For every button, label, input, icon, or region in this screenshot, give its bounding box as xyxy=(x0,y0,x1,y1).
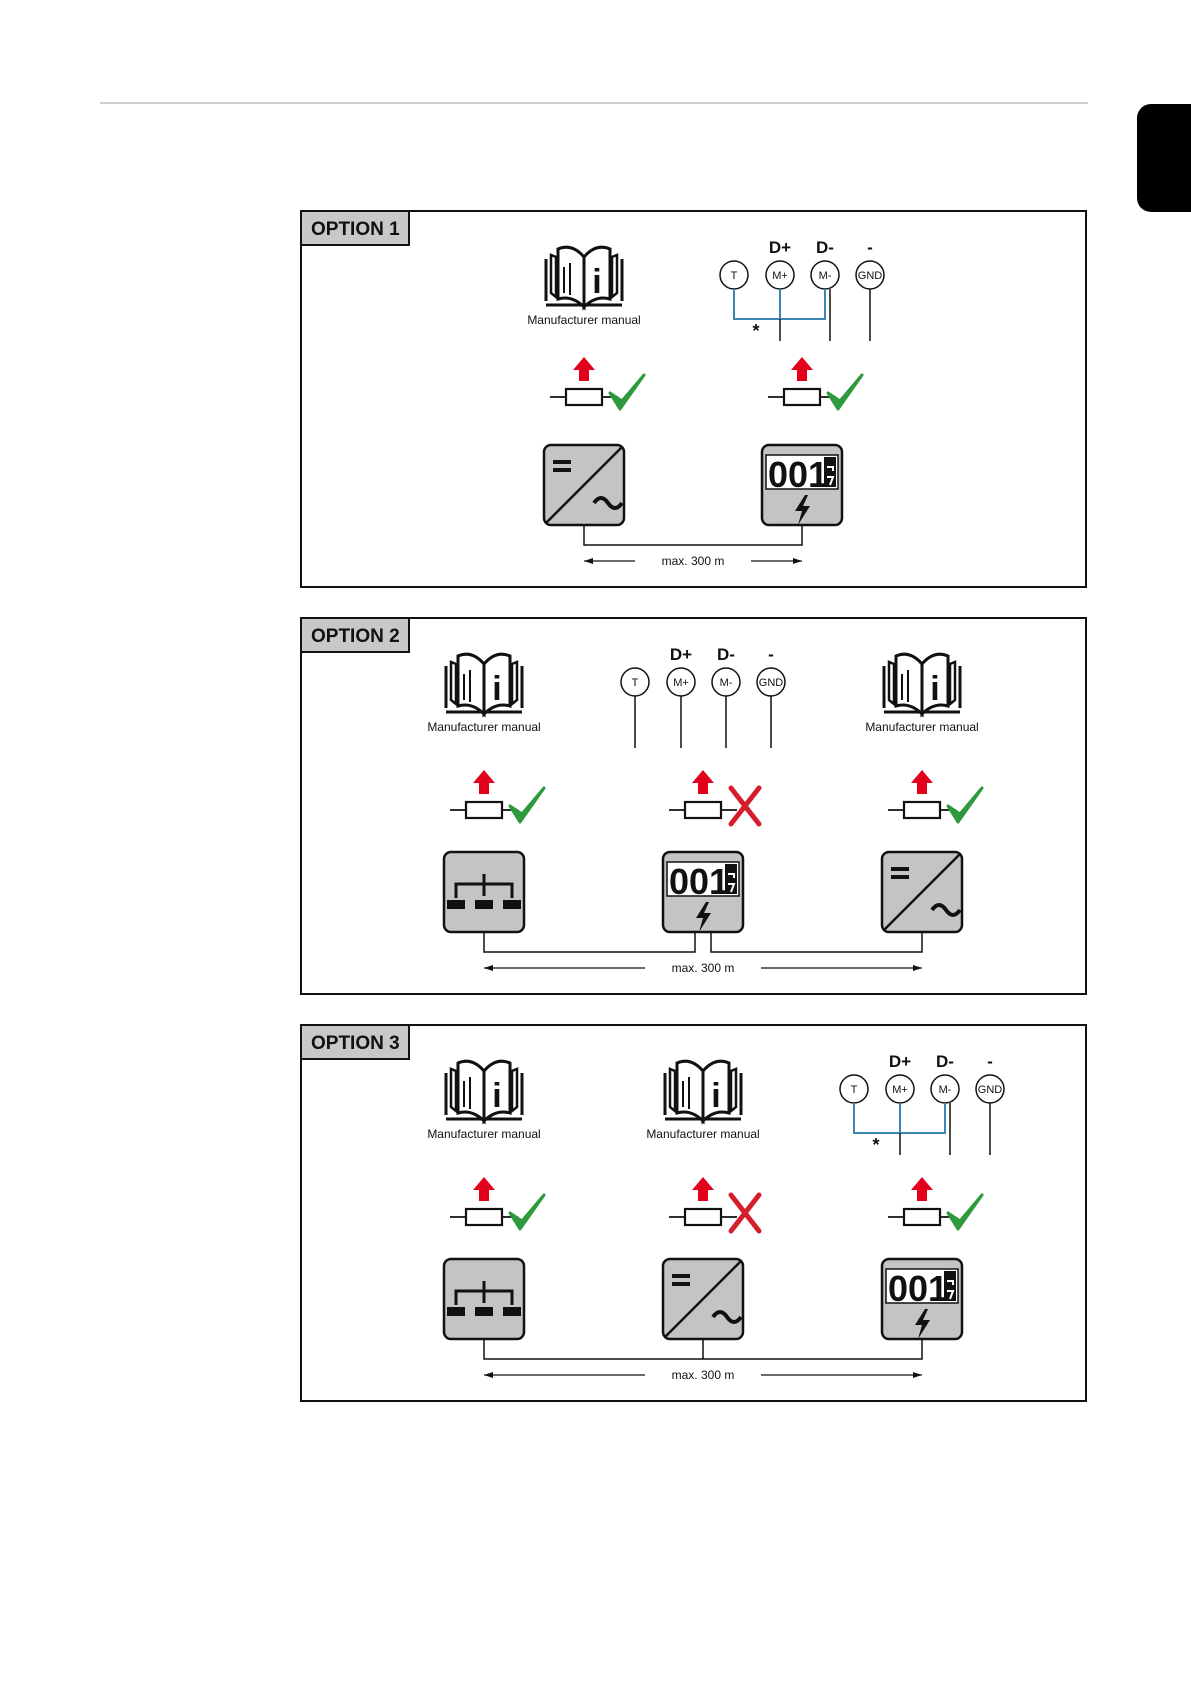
manual-label: Manufacturer manual xyxy=(427,1127,540,1141)
inverter-icon xyxy=(544,445,624,525)
terminal-pin-label: M+ xyxy=(673,677,689,689)
inverter-icon xyxy=(663,1259,743,1339)
meter-counter: 001 xyxy=(768,454,828,495)
option-title: OPTION 3 xyxy=(311,1033,400,1054)
terminal-pin-label: M- xyxy=(939,1084,952,1096)
network-hub-icon xyxy=(444,852,524,932)
option-title: OPTION 1 xyxy=(311,219,400,240)
terminal-pin-label: M- xyxy=(819,270,832,282)
bus-label-ground: - xyxy=(867,238,873,257)
hub-port xyxy=(447,900,465,909)
hub-port xyxy=(475,900,493,909)
resistor-body xyxy=(904,802,940,818)
terminal-pin-label: GND xyxy=(759,677,784,689)
manual-label: Manufacturer manual xyxy=(865,720,978,734)
terminal-pin-label: GND xyxy=(858,270,883,282)
option-title: OPTION 2 xyxy=(311,626,400,647)
resistor-body xyxy=(466,802,502,818)
resistor-body xyxy=(566,389,602,405)
energy-meter-icon: 001 xyxy=(762,445,842,525)
terminal-pin-label: M- xyxy=(720,677,733,689)
hub-port xyxy=(503,900,521,909)
info-glyph: i xyxy=(711,1077,720,1115)
info-glyph: i xyxy=(492,670,501,708)
terminal-pin-label: T xyxy=(851,1084,858,1096)
resistor-body xyxy=(685,1209,721,1225)
meter-counter: 001 xyxy=(669,861,729,902)
meter-counter: 001 xyxy=(888,1268,948,1309)
distance-label: max. 300 m xyxy=(662,554,725,568)
terminal-pin-label: T xyxy=(632,677,639,689)
bus-label-d-plus: D+ xyxy=(889,1052,911,1071)
info-glyph: i xyxy=(930,670,939,708)
bus-label-d-minus: D- xyxy=(717,645,735,664)
network-hub-icon xyxy=(444,1259,524,1339)
manual-label: Manufacturer manual xyxy=(527,313,640,327)
inverter-icon xyxy=(882,852,962,932)
bus-label-d-minus: D- xyxy=(936,1052,954,1071)
energy-meter-icon: 001 xyxy=(663,852,743,932)
distance-label: max. 300 m xyxy=(672,1368,735,1382)
distance-label: max. 300 m xyxy=(672,961,735,975)
terminal-pin-label: M+ xyxy=(772,270,788,282)
option-frame xyxy=(301,211,1086,587)
jumper-marker: * xyxy=(752,321,759,341)
info-glyph: i xyxy=(592,263,601,301)
resistor-body xyxy=(784,389,820,405)
info-glyph: i xyxy=(492,1077,501,1115)
manual-label: Manufacturer manual xyxy=(427,720,540,734)
bus-label-d-minus: D- xyxy=(816,238,834,257)
hub-port xyxy=(503,1307,521,1316)
jumper-marker: * xyxy=(872,1135,879,1155)
terminal-pin-label: M+ xyxy=(892,1084,908,1096)
manual-label: Manufacturer manual xyxy=(646,1127,759,1141)
resistor-body xyxy=(904,1209,940,1225)
hub-port xyxy=(475,1307,493,1316)
resistor-body xyxy=(685,802,721,818)
energy-meter-icon: 001 xyxy=(882,1259,962,1339)
bus-label-d-plus: D+ xyxy=(670,645,692,664)
resistor-body xyxy=(466,1209,502,1225)
hub-port xyxy=(447,1307,465,1316)
bus-label-ground: - xyxy=(987,1052,993,1071)
terminal-pin-label: GND xyxy=(978,1084,1003,1096)
bus-label-d-plus: D+ xyxy=(769,238,791,257)
terminal-pin-label: T xyxy=(731,270,738,282)
bus-label-ground: - xyxy=(768,645,774,664)
